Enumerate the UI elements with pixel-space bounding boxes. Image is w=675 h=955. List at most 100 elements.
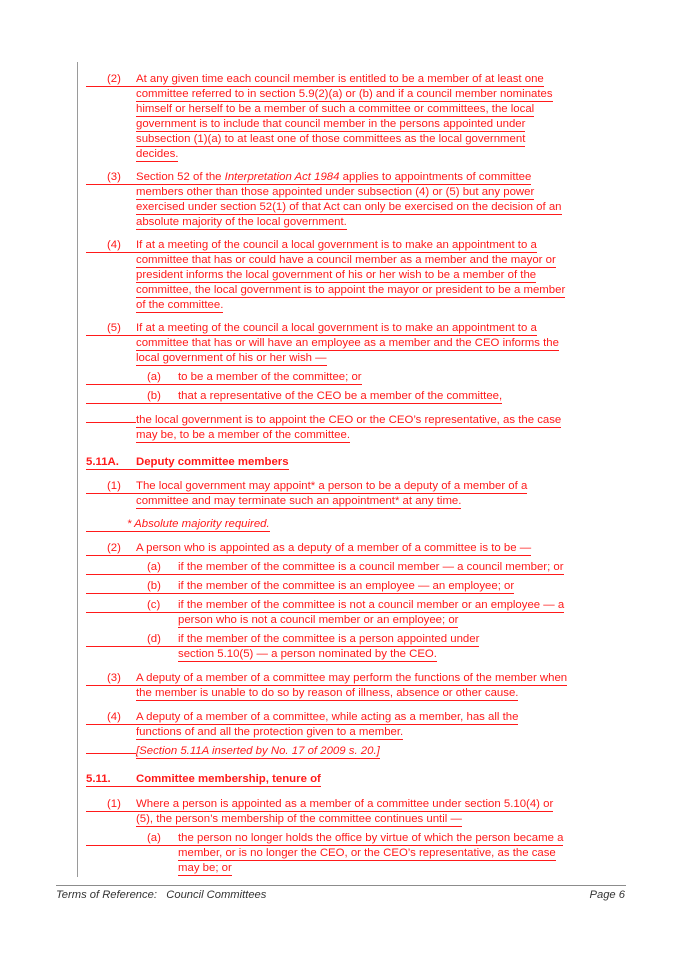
deputy-subsection-2-para-d: (d) if the member of the committee is a p… (86, 632, 480, 647)
text: the member is unable to do so by reason … (136, 687, 519, 701)
text: if the member of the committee is an emp… (178, 580, 515, 594)
text: to be a member of the committee; or (178, 371, 362, 385)
footer-document-title: Terms of Reference: Council Committees (56, 889, 267, 901)
text: A deputy of a member of a committee, whi… (136, 711, 519, 725)
subsection-5-tail-1: the local government is to appoint the C… (86, 413, 562, 428)
text: president informs the local government o… (136, 269, 537, 283)
text: If at a meeting of the council a local g… (136, 239, 537, 253)
text: The local government may appoint* a pers… (136, 480, 528, 494)
deputy-subsection-1-line-1: (1) The local government may appoint* a p… (86, 479, 528, 494)
history-note: [Section 5.11A inserted by No. 17 of 200… (86, 744, 380, 759)
text: himself or herself to be a member of suc… (136, 103, 535, 117)
deputy-subsection-2-para-c: (c) if the member of the committee is not… (86, 598, 565, 613)
text: may be, to be a member of the committee. (136, 429, 350, 443)
text: If at a meeting of the council a local g… (136, 322, 537, 336)
paragraph-number: (a) (147, 371, 161, 383)
section-number: 5.11. (86, 773, 111, 785)
text: absolute majority of the local governmen… (136, 216, 347, 230)
text: member, or is no longer the CEO, or the … (178, 847, 556, 861)
subsection-2-line-3: himself or herself to be a member of suc… (136, 102, 535, 117)
text: person who is not a council member or an… (178, 614, 459, 628)
section-heading-5-11a: 5.11A. Deputy committee members (86, 455, 289, 470)
subsection-number: (2) (107, 73, 121, 85)
subsection-2-line-4: government is to include that council me… (136, 117, 526, 132)
deputy-subsection-3-line-1: (3) A deputy of a member of a committee m… (86, 671, 568, 686)
subsection-2-line-5: subsection (1)(a) to at least one of tho… (136, 132, 526, 147)
deputy-subsection-2-para-a: (a)if the member of the committee is a c… (86, 560, 564, 575)
revision-change-bar (77, 62, 78, 877)
text: (5), the person’s membership of the comm… (136, 813, 462, 827)
tenure-subsection-1-para-a-cont: member, or is no longer the CEO, or the … (178, 846, 556, 861)
deputy-subsection-2-para-b: (b)if the member of the committee is an … (86, 579, 515, 594)
absolute-majority-note: * Absolute majority required. (86, 517, 270, 532)
subsection-4-line-5: of the committee. (136, 298, 224, 313)
text: exercised under section 52(1) of that Ac… (136, 201, 562, 215)
paragraph-number: (d) (147, 633, 161, 645)
deputy-subsection-2-line-1: (2) A person who is appointed as a deputy… (86, 541, 532, 556)
text: Section 52 of the (136, 171, 225, 183)
text: committee that has or will have an emplo… (136, 337, 559, 351)
text: committee and may terminate such an appo… (136, 495, 462, 509)
text: that a representative of the CEO be a me… (178, 390, 503, 404)
subsection-number: (2) (107, 542, 121, 554)
section-title: Deputy committee members (136, 456, 289, 468)
subsection-4-line-1: (4) If at a meeting of the council a loca… (86, 238, 537, 253)
deputy-subsection-3-line-2: the member is unable to do so by reason … (136, 686, 519, 701)
subsection-number: (1) (107, 480, 121, 492)
text: [Section 5.11A inserted by No. 17 of 200… (136, 745, 380, 759)
deputy-subsection-2-para-d-cont: section 5.10(5) — a person nominated by … (178, 647, 437, 662)
text: A deputy of a member of a committee may … (136, 672, 568, 686)
text: A person who is appointed as a deputy of… (136, 542, 532, 556)
text: if the member of the committee is a pers… (178, 633, 480, 647)
subsection-4-line-3: president informs the local government o… (136, 268, 537, 283)
subsection-4-line-4: committee, the local government is to ap… (136, 283, 566, 298)
footer-rule (56, 885, 626, 886)
section-heading-5-11: 5.11. Committee membership, tenure of (86, 772, 321, 787)
section-number: 5.11A. (86, 456, 119, 468)
deputy-subsection-4-line-1: (4) A deputy of a member of a committee, … (86, 710, 519, 725)
subsection-5-line-3: local government of his or her wish — (136, 351, 327, 366)
text: decides. (136, 148, 179, 162)
text: Where a person is appointed as a member … (136, 798, 554, 812)
text: if the member of the committee is not a … (178, 599, 565, 613)
section-title: Committee membership, tenure of (136, 773, 321, 785)
text: committee that has or could have a counc… (136, 254, 556, 268)
text: * Absolute majority required. (127, 518, 270, 530)
text: applies to appointments of committee (339, 171, 532, 183)
footer-page-number: Page 6 (589, 889, 625, 901)
subsection-number: (5) (107, 322, 121, 334)
paragraph-number: (a) (147, 832, 161, 844)
subsection-5-tail-2: may be, to be a member of the committee. (136, 428, 350, 443)
subsection-number: (4) (107, 711, 121, 723)
subsection-5-para-b: (b)that a representative of the CEO be a… (86, 389, 503, 404)
text: the local government is to appoint the C… (136, 414, 562, 428)
subsection-2-line-2: committee referred to in section 5.9(2)(… (136, 87, 553, 102)
tenure-subsection-1-para-a-cont2: may be; or (178, 861, 232, 876)
text: may be; or (178, 862, 232, 876)
tenure-subsection-1-line-1: (1) Where a person is appointed as a memb… (86, 797, 554, 812)
text: At any given time each council member is… (136, 73, 544, 87)
paragraph-number: (c) (147, 599, 161, 611)
subsection-2-line-6: decides. (136, 147, 179, 162)
subsection-4-line-2: committee that has or could have a counc… (136, 253, 556, 268)
subsection-number: (3) (107, 171, 121, 183)
text: members other than those appointed under… (136, 186, 535, 200)
text: government is to include that council me… (136, 118, 526, 132)
act-title: Interpretation Act 1984 (224, 171, 340, 183)
subsection-number: (3) (107, 672, 121, 684)
text: local government of his or her wish — (136, 352, 327, 366)
paragraph-number: (a) (147, 561, 161, 573)
subsection-number: (1) (107, 798, 121, 810)
tenure-subsection-1-line-2: (5), the person’s membership of the comm… (136, 812, 462, 827)
text: subsection (1)(a) to at least one of tho… (136, 133, 526, 147)
subsection-number: (4) (107, 239, 121, 251)
subsection-3-line-2: members other than those appointed under… (136, 185, 535, 200)
subsection-3-line-4: absolute majority of the local governmen… (136, 215, 347, 230)
subsection-5-para-a: (a) to be a member of the committee; or (86, 370, 362, 385)
text: of the committee. (136, 299, 224, 313)
subsection-5-line-2: committee that has or will have an emplo… (136, 336, 559, 351)
text: committee, the local government is to ap… (136, 284, 566, 298)
text: committee referred to in section 5.9(2)(… (136, 88, 553, 102)
tenure-subsection-1-para-a: (a)the person no longer holds the office… (86, 831, 564, 846)
